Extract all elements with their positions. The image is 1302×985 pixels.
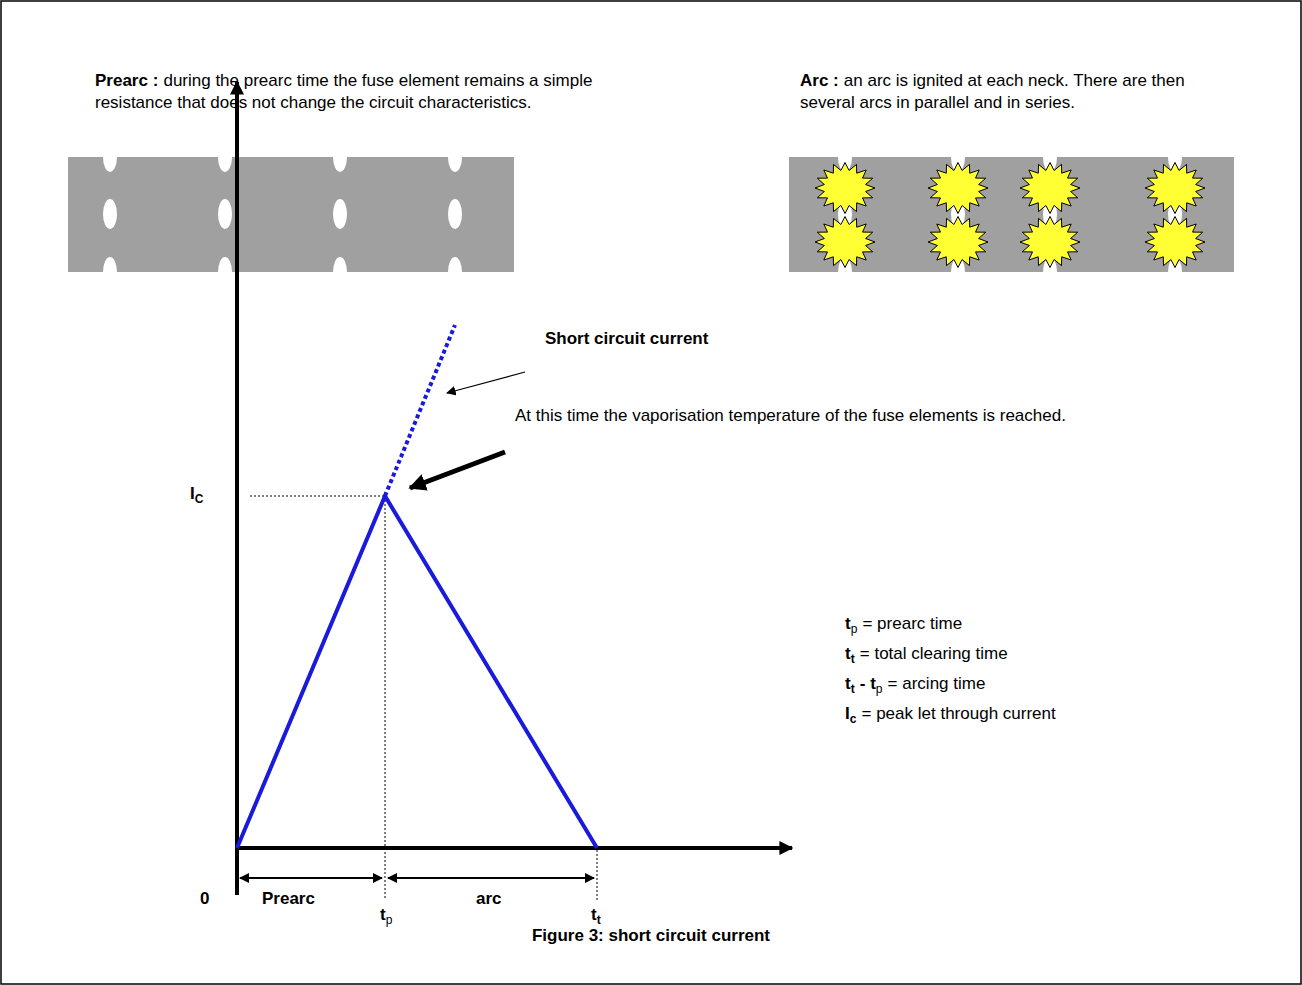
label: I [845, 704, 850, 723]
neck-hole [218, 157, 232, 172]
text-line: IC [190, 483, 203, 510]
neck-hole [448, 257, 462, 272]
neck-hole [103, 157, 117, 172]
label: = arcing time [888, 674, 986, 693]
label: t [597, 913, 601, 927]
label: 0 [200, 889, 209, 908]
label: p [876, 682, 883, 696]
text-line: Prearc [262, 888, 315, 910]
arc-span [388, 877, 594, 879]
text-line: Ic = peak let through current [845, 703, 1056, 730]
arc-burst [815, 217, 875, 268]
text-line: Short circuit current [545, 328, 708, 350]
text-line: Arc :an arc is ignited at each neck. The… [800, 70, 1240, 114]
text-line: At this time the vaporisation temperatur… [515, 405, 1155, 427]
label: Prearc [262, 889, 315, 908]
label: Prearc : [95, 71, 158, 90]
neck-hole [448, 157, 462, 172]
x-axis [237, 846, 792, 850]
neck-hole [218, 257, 232, 272]
arc-burst [928, 217, 988, 268]
label: t [845, 644, 851, 663]
prearc-span [240, 877, 382, 879]
label: C [195, 492, 204, 506]
guide-line [385, 496, 386, 900]
label: t [851, 652, 855, 666]
leader-arrow [447, 372, 525, 393]
label: arc [476, 889, 502, 908]
label: Short circuit current [545, 329, 708, 348]
label: t [591, 905, 597, 924]
label: t [845, 674, 851, 693]
label: during the prearc time the fuse element … [95, 71, 592, 112]
label: = total clearing time [860, 644, 1008, 663]
text-line: tt = total clearing time [845, 643, 1008, 670]
label: = prearc time [862, 614, 962, 633]
arc-burst [928, 163, 988, 214]
label: Arc : [800, 71, 839, 90]
text-line: Prearc :during the prearc time the fuse … [95, 70, 605, 114]
text-line: tt - tp = arcing time [845, 673, 985, 700]
neck-hole [103, 257, 117, 272]
neck-hole [448, 199, 462, 229]
neck-hole [218, 199, 232, 229]
neck-hole [103, 199, 117, 229]
label: At this time the vaporisation temperatur… [515, 406, 1066, 425]
label: an arc is ignited at each neck. There ar… [800, 71, 1185, 112]
prospective-current [385, 325, 455, 496]
label: c [850, 712, 857, 726]
label: p [851, 622, 858, 636]
fuse-element-arc [789, 157, 1234, 272]
y-axis [235, 82, 239, 895]
label: I [190, 484, 195, 503]
figure-caption: Figure 3: short circuit current [0, 926, 1302, 946]
neck-hole [333, 157, 347, 172]
label: t [380, 905, 386, 924]
neck-hole [333, 199, 347, 229]
text-line: tp = prearc time [845, 613, 962, 640]
text-line: tp [380, 904, 392, 931]
text-line: arc [476, 888, 502, 910]
label: - t [860, 674, 876, 693]
fuse-element-prearc [68, 157, 514, 272]
guide-line [250, 496, 385, 497]
label: t [845, 614, 851, 633]
leader-arrow [410, 452, 505, 488]
neck-hole [333, 257, 347, 272]
label: t [851, 682, 855, 696]
arc-burst [1145, 163, 1205, 214]
label: = peak let through current [862, 704, 1056, 723]
arc-burst [815, 163, 875, 214]
guide-line [597, 850, 598, 900]
arc-burst [1020, 163, 1080, 214]
arc-burst [1020, 217, 1080, 268]
let-through-current [237, 496, 597, 848]
label: p [386, 913, 393, 927]
text-line: 0 [200, 888, 209, 910]
arc-burst [1145, 217, 1205, 268]
